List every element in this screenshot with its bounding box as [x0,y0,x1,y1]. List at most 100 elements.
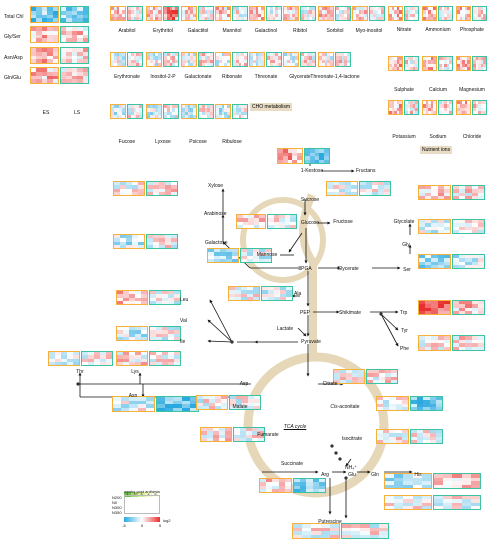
heatmap-cell [437,258,444,262]
heatmap-cell [172,13,176,17]
heatmap-cell [425,258,432,262]
heatmap-cell [431,343,438,347]
heatmap-cell [71,79,78,83]
magnesium-ls-heatmap [472,56,487,71]
heatmap-cell [250,53,253,57]
heatmap-cell [252,437,258,441]
metabolite-label-fucose: Fucose [118,139,136,145]
heatmap-cell [182,10,185,14]
pathway-arrow [380,313,399,347]
heatmap-cell [230,405,236,409]
heatmap-cell [286,16,290,20]
heatmap-cell [480,110,484,114]
heatmap-cell [162,327,168,331]
heatmap-cell [236,405,242,409]
heatmap-cell [201,7,205,11]
heatmap-cell [218,56,222,60]
heatmap-cell [237,224,243,228]
heatmap-cell [465,307,472,311]
heatmap-cell [300,485,307,489]
heatmap-cell [274,290,280,294]
threonate-1-4-lactone-ls-heatmap [335,52,351,67]
heatmap-cell [278,156,283,160]
heatmap-cell [254,405,260,409]
heatmap-cell [319,62,322,66]
heatmap-cell [216,56,219,60]
heatmap-cell [434,499,444,503]
heatmap-cell [155,62,159,66]
heatmap-cell [473,16,476,20]
heatmap-cell [428,101,431,105]
heatmap-cell [66,71,72,76]
heatmap-cell [150,355,156,359]
heatmap-cell [282,149,288,153]
heatmap-cell [434,505,444,509]
heatmap-cell [269,62,273,66]
heatmap-cell [117,333,123,337]
heatmap-cell [207,56,211,60]
heatmap-cell [169,13,173,17]
heatmap-cell [155,105,159,109]
heatmap-cell [182,59,185,63]
heatmap-cell [480,57,484,61]
heatmap-cell [229,290,235,294]
heatmap-cell [61,352,67,356]
heatmap-cell [358,376,364,380]
heatmap-cell [266,482,273,486]
heatmap-cell [462,104,465,108]
heatmap-cell [412,60,416,64]
heatmap-cell [119,108,123,112]
heatmap-cell [250,16,253,20]
heatmap-cell [149,114,153,118]
heatmap-cell [123,355,129,359]
heatmap-cell [113,56,117,60]
heatmap-cell [224,111,228,115]
heatmap-cell [117,291,123,295]
heatmap-cell [441,10,445,14]
heatmap-cell [122,13,125,17]
heatmap-cell [261,56,264,60]
heatmap-cell [218,7,222,11]
heatmap-cell [462,10,465,14]
heatmap-cell [117,336,123,340]
heatmap-cell [139,16,142,20]
heatmap-cell [61,355,67,359]
heatmap-cell [319,16,322,20]
heatmap-cell [210,10,213,14]
heatmap-cell [181,404,190,408]
heatmap-cell [189,397,198,401]
heatmap-cell [122,56,125,60]
heatmap-cell [443,186,450,190]
heatmap-cell [168,358,174,362]
heatmap-cell [250,13,253,17]
heatmap-cell [224,59,228,63]
heatmap-cell [150,300,156,304]
pathway-label-cis-aconitate: Cis-aconitate [330,404,359,410]
heatmap-cell [171,182,177,186]
heatmap-cell [302,531,312,535]
heatmap-cell [483,16,486,20]
heatmap-cell [437,192,444,196]
heatmap-cell [394,10,397,14]
heatmap-cell [453,304,460,308]
heatmap-cell [247,249,253,253]
heatmap-cell [391,16,395,20]
heatmap-cell [88,361,94,365]
heatmap-cell [253,287,259,291]
heatmap-cell [31,59,37,63]
heatmap-cell [439,63,442,67]
heatmap-cell [252,59,256,63]
heatmap-cell [233,10,236,14]
heatmap-cell [473,110,476,114]
heatmap-cell [241,7,245,11]
heatmap-cell [199,16,202,20]
heatmap-cell [306,479,313,483]
heatmap-cell [444,7,447,11]
heatmap-cell [266,488,273,492]
heatmap-cell [139,111,142,115]
heatmap-cell [31,51,37,56]
heatmap-cell [207,114,211,118]
heatmap-cell [182,7,185,11]
heatmap-cell [471,301,478,305]
heatmap-cell [401,400,408,404]
